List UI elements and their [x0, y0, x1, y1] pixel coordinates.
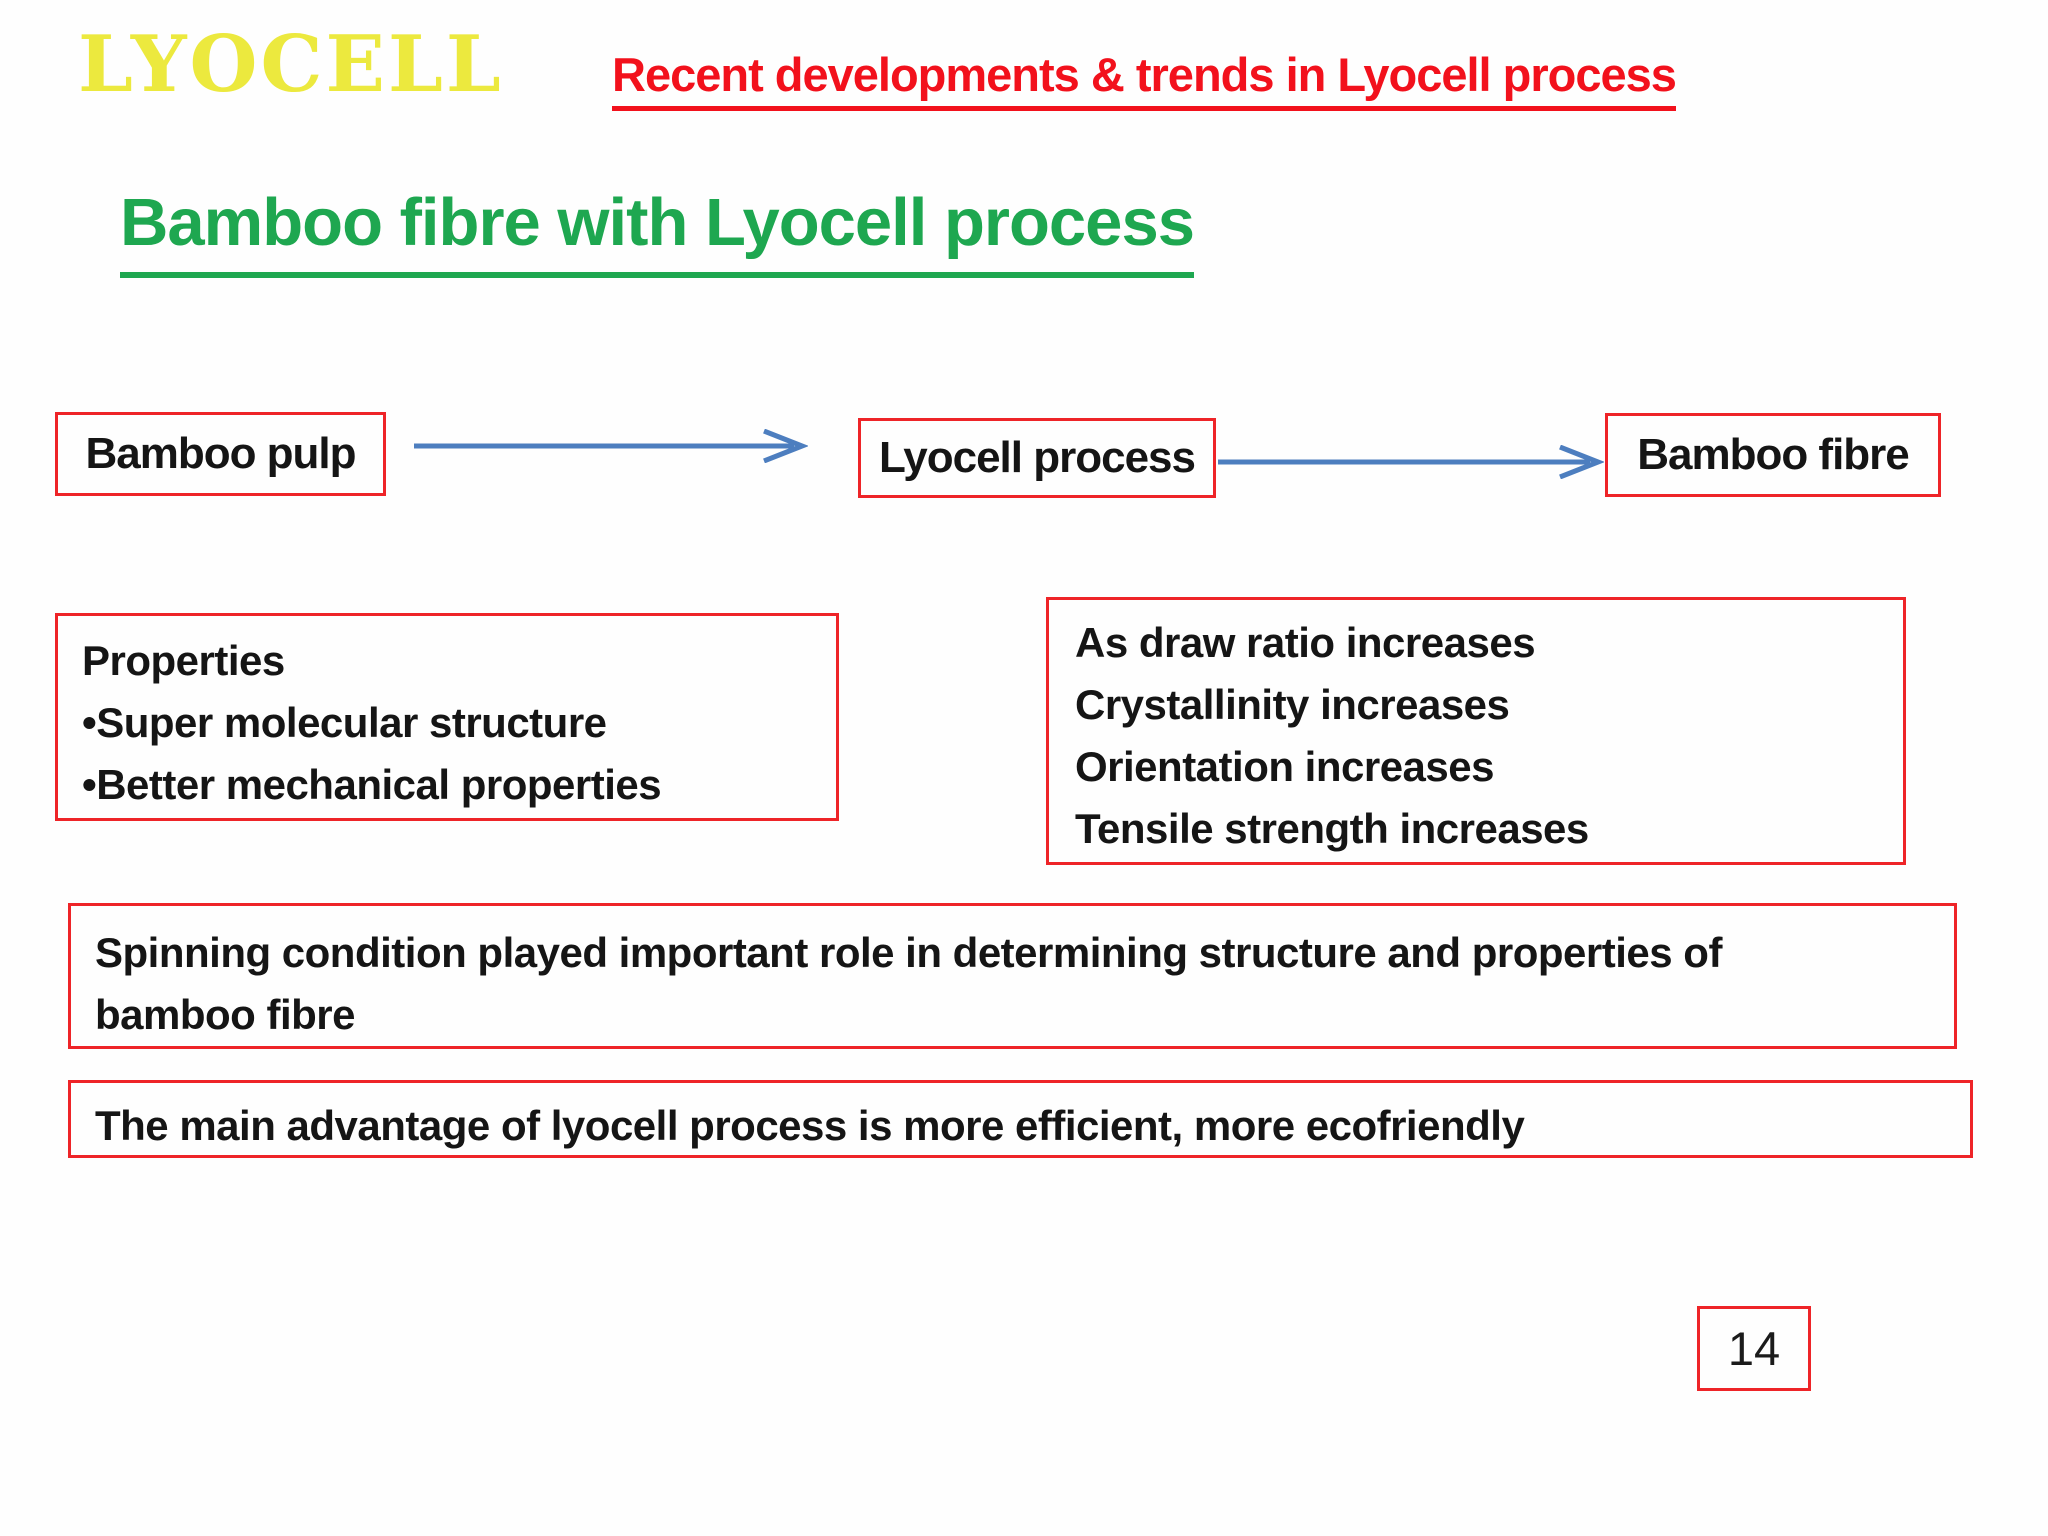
- spinning-note-text: Spinning condition played important role…: [95, 929, 1722, 1038]
- page-number-box: 14: [1697, 1306, 1811, 1391]
- properties-box: Properties •Super molecular structure •B…: [55, 613, 839, 821]
- page-title: Bamboo fibre with Lyocell process: [120, 186, 1195, 278]
- slide-header-title: Recent developments & trends in Lyocell …: [612, 50, 1677, 112]
- right-arrow-icon: [1218, 445, 1604, 479]
- draw-ratio-line: As draw ratio increases: [1075, 619, 1536, 666]
- flow-node-bamboo-pulp: Bamboo pulp: [55, 412, 386, 496]
- flow-node-label: Lyocell process: [879, 433, 1196, 482]
- draw-ratio-line: Crystallinity increases: [1075, 681, 1510, 728]
- right-arrow-icon: [414, 429, 808, 463]
- properties-bullet: •Better mechanical properties: [82, 761, 662, 808]
- flow-node-bamboo-fibre: Bamboo fibre: [1605, 413, 1941, 497]
- lyocell-logo: LYOCELL: [78, 19, 504, 110]
- advantage-note-text: The main advantage of lyocell process is…: [95, 1102, 1525, 1149]
- draw-ratio-line: Tensile strength increases: [1075, 805, 1589, 852]
- page-number: 14: [1727, 1322, 1781, 1375]
- spinning-note-box: Spinning condition played important role…: [68, 903, 1957, 1049]
- flow-node-label: Bamboo fibre: [1637, 430, 1910, 479]
- properties-title: Properties: [82, 637, 285, 684]
- draw-ratio-line: Orientation increases: [1075, 743, 1495, 790]
- draw-ratio-box: As draw ratio increases Crystallinity in…: [1046, 597, 1906, 865]
- properties-bullet: •Super molecular structure: [82, 699, 607, 746]
- flow-node-label: Bamboo pulp: [85, 429, 356, 478]
- advantage-note-box: The main advantage of lyocell process is…: [68, 1080, 1973, 1158]
- flow-node-lyocell-process: Lyocell process: [858, 418, 1216, 498]
